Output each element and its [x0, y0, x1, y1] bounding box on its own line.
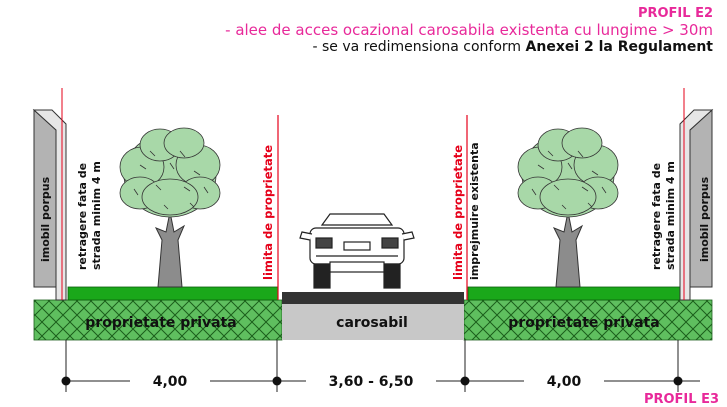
- right-tree: [517, 127, 619, 288]
- left-setback-line1: retragere fata de: [76, 163, 89, 270]
- profile-description-line2: - se va redimensiona conform Anexei 2 la…: [313, 39, 714, 55]
- dimension-node: [272, 376, 282, 386]
- line2-regulation: Anexei 2 la Regulament: [525, 39, 713, 55]
- road-base: [282, 304, 464, 340]
- left-tree: [119, 127, 221, 288]
- right-setback-line1: retragere fata de: [650, 163, 663, 270]
- left-grass-strip: [67, 286, 279, 301]
- left-setback-line2: strada minim 4 m: [90, 161, 103, 270]
- dimension-node: [673, 376, 683, 386]
- right-grass-strip: [467, 286, 681, 301]
- right-zone-label: proprietate privata: [508, 315, 659, 331]
- profile-description-line1: - alee de acces ocazional carosabila exi…: [225, 21, 713, 39]
- dimension-left: 4,00: [153, 374, 188, 390]
- asphalt-layer: [282, 292, 464, 304]
- dimension-right: 4,00: [547, 374, 582, 390]
- left-building-label: imobil porpus: [39, 176, 52, 262]
- right-property-limit-label: limita de proprietate: [451, 145, 465, 280]
- right-ground-hatch: [463, 299, 713, 341]
- right-setback-line2: strada minim 4 m: [664, 161, 677, 270]
- road-zone-label: carosabil: [336, 315, 408, 331]
- car-rear-view: [299, 213, 415, 289]
- left-building-facade: [32, 109, 67, 301]
- fence-label: imprejmuire existenta: [468, 142, 481, 280]
- right-building-label: imobil porpus: [698, 176, 711, 262]
- dimension-node: [61, 376, 71, 386]
- dimension-node: [460, 376, 470, 386]
- right-building-facade: [679, 109, 714, 301]
- profile-title: PROFIL E2: [637, 6, 713, 21]
- left-property-limit-label: limita de proprietate: [261, 145, 275, 280]
- left-ground-hatch: [33, 299, 283, 341]
- next-profile-title: PROFIL E3: [643, 392, 719, 407]
- line2-prefix: - se va redimensiona conform: [312, 39, 526, 55]
- dimension-middle: 3,60 - 6,50: [329, 374, 414, 390]
- left-zone-label: proprietate privata: [85, 315, 236, 331]
